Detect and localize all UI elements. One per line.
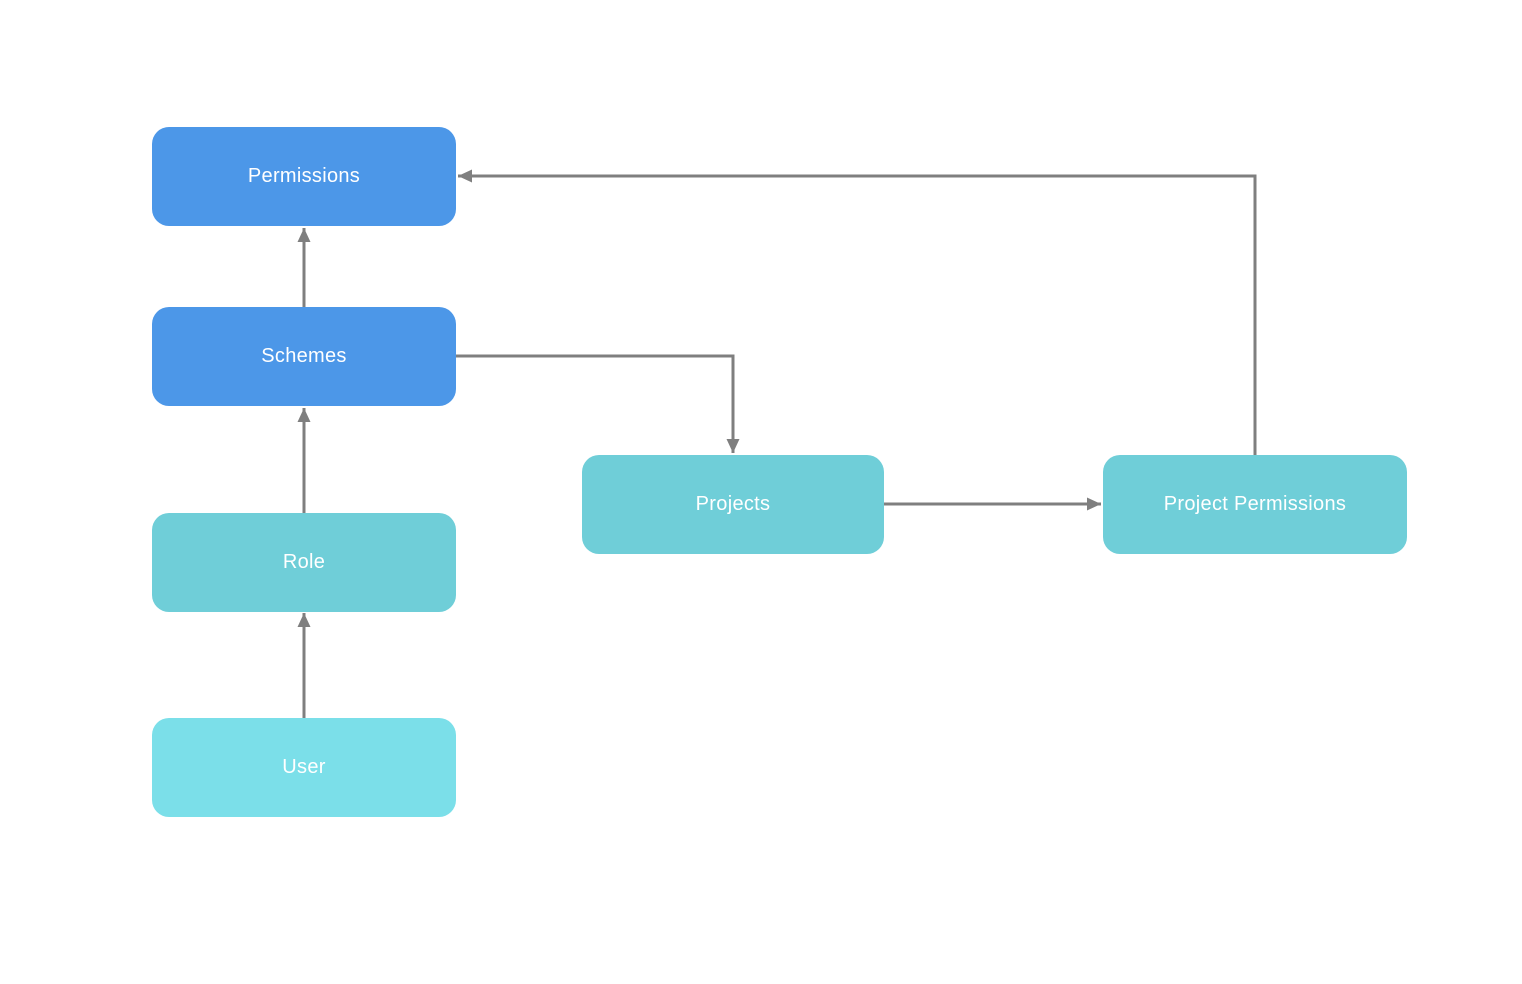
edge-project-permissions-to-permissions <box>458 169 1257 455</box>
node-project-permissions[interactable]: Project Permissions <box>1103 455 1407 554</box>
node-role-label: Role <box>282 551 326 573</box>
edge-schemes-to-projects <box>456 354 740 453</box>
node-project-permissions-label: Project Permissions <box>1163 493 1347 515</box>
node-permissions-label: Permissions <box>247 165 361 187</box>
node-schemes[interactable]: Schemes <box>152 307 456 406</box>
node-projects-label: Projects <box>695 493 771 515</box>
node-user-label: User <box>282 756 326 778</box>
node-user[interactable]: User <box>152 718 456 817</box>
node-role[interactable]: Role <box>152 513 456 612</box>
node-schemes-label: Schemes <box>261 345 347 367</box>
node-permissions[interactable]: Permissions <box>152 127 456 226</box>
node-projects[interactable]: Projects <box>582 455 884 554</box>
